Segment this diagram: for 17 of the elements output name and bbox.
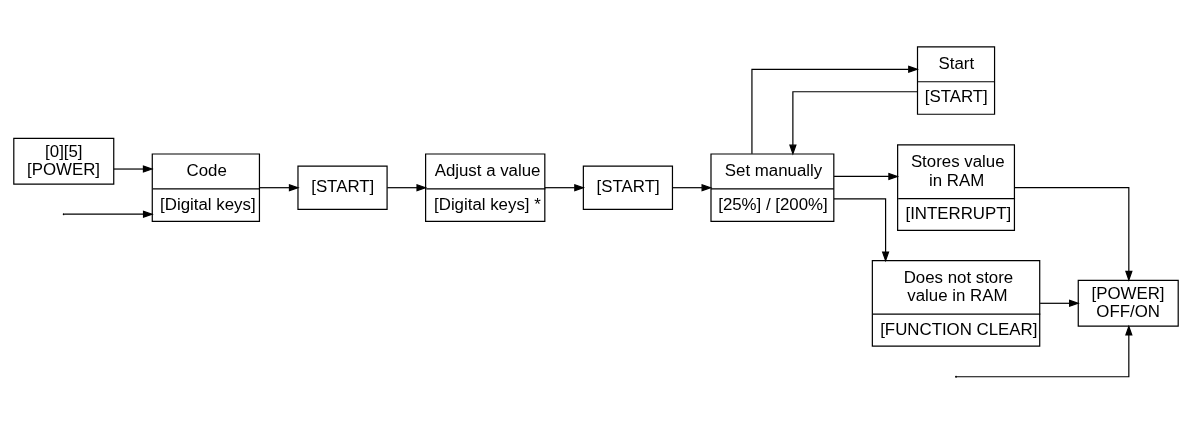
- arrow: [64, 209, 154, 218]
- arrow: [1039, 299, 1080, 307]
- arrow: [833, 172, 900, 180]
- arrow: [672, 183, 713, 191]
- node-box: [POWER] OFF/ON: [1077, 279, 1179, 327]
- arrow: [955, 324, 1133, 377]
- node-box: [START]: [582, 164, 674, 210]
- arrow: [386, 183, 428, 191]
- arrow: [544, 183, 586, 191]
- arrow: [258, 183, 300, 191]
- node-box: [0][5] [POWER]: [13, 137, 115, 185]
- arrow: [833, 197, 890, 262]
- node-box: [START]: [297, 164, 388, 210]
- arrow: [789, 90, 918, 155]
- arrow: [113, 164, 154, 173]
- arrow: [751, 65, 919, 154]
- arrow: [1013, 186, 1133, 282]
